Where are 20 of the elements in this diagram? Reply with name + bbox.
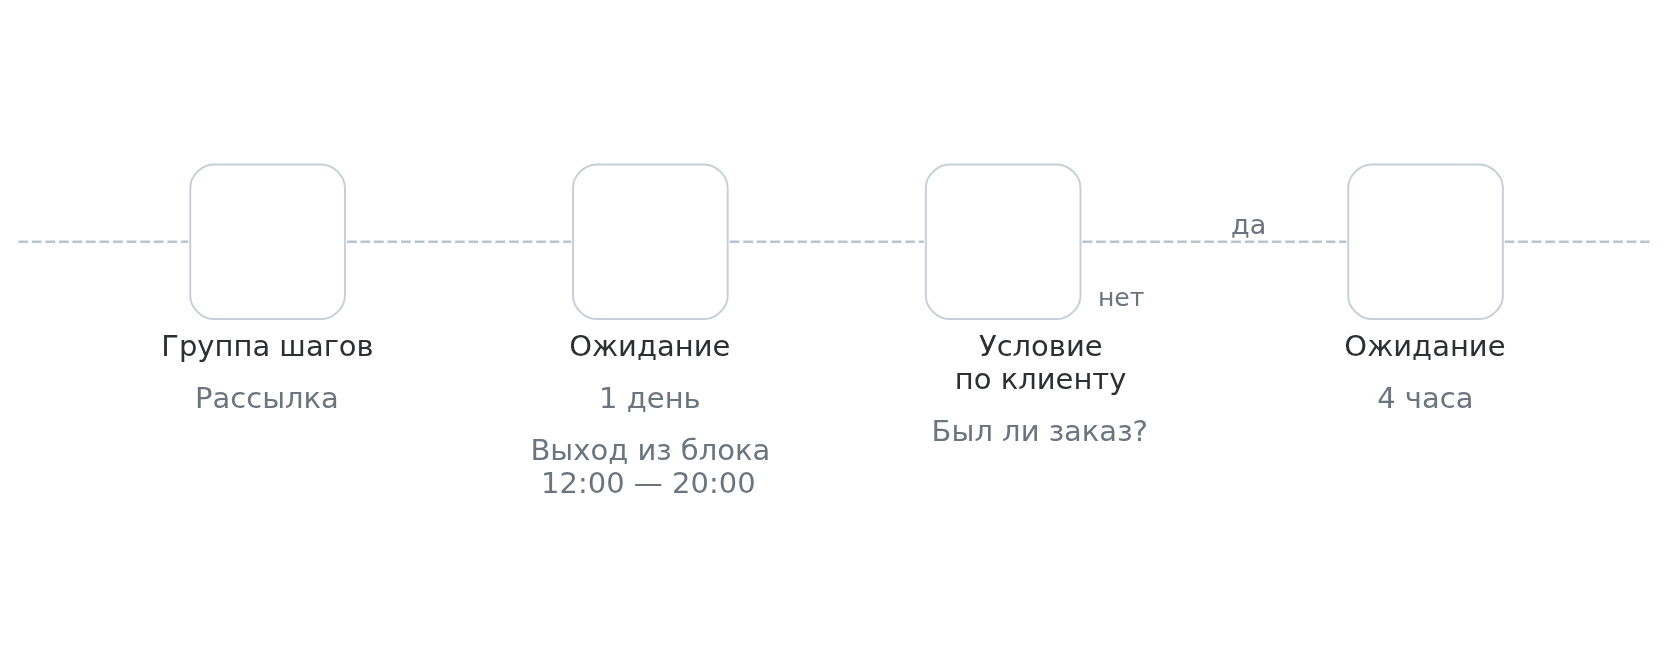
connector bbox=[729, 240, 924, 243]
node-label: Рассылка bbox=[195, 381, 339, 416]
connector bbox=[18, 240, 189, 243]
node-label: 1 день bbox=[599, 381, 701, 416]
node-box bbox=[572, 163, 729, 321]
connector bbox=[346, 240, 572, 243]
node-label: нет bbox=[1097, 283, 1145, 313]
node-label: Выход из блока 12:00 — 20:00 bbox=[530, 433, 771, 501]
node-label: Ожидание bbox=[569, 328, 731, 363]
connector bbox=[1504, 240, 1650, 243]
node-label: Группа шагов bbox=[161, 328, 374, 363]
node-box bbox=[1347, 163, 1504, 321]
edge-label: да bbox=[1231, 209, 1267, 241]
node-label: Был ли заказ? bbox=[931, 413, 1148, 448]
node-box bbox=[189, 163, 346, 321]
node-label: 4 часа bbox=[1377, 381, 1474, 416]
node-label: Ожидание bbox=[1344, 328, 1506, 363]
connector bbox=[1082, 240, 1347, 243]
node-label: Условие по клиенту bbox=[954, 328, 1127, 396]
node-box bbox=[924, 163, 1082, 321]
